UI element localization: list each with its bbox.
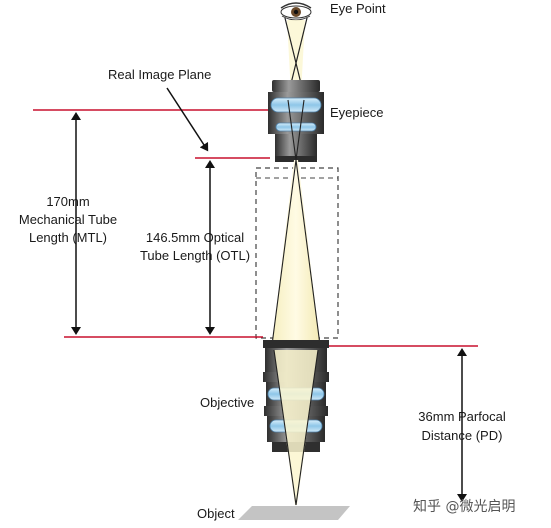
eyepiece-rays [287, 99, 305, 161]
pd-label: 36mm Parfocal Distance (PD) [418, 409, 506, 443]
svg-text:Mechanical Tube: Mechanical Tube [19, 212, 117, 227]
svg-text:Distance (PD): Distance (PD) [422, 428, 503, 443]
svg-text:36mm Parfocal: 36mm Parfocal [418, 409, 506, 424]
objective-rays [273, 349, 319, 506]
mtl-label: 170mm Mechanical Tube Length (MTL) [19, 194, 117, 245]
svg-text:146.5mm Optical: 146.5mm Optical [146, 230, 244, 245]
reference-lines [33, 109, 478, 347]
watermark: 知乎 @微光启明 [413, 498, 515, 515]
real-image-plane-label: Real Image Plane [108, 67, 211, 82]
eyepiece-label: Eyepiece [330, 105, 383, 120]
light-cone-main [272, 160, 320, 345]
real-image-plane-pointer [166, 87, 209, 152]
light-cone-objective [274, 350, 318, 505]
svg-text:Length (MTL): Length (MTL) [29, 230, 107, 245]
objective-label: Objective [200, 395, 254, 410]
svg-text:Tube Length (OTL): Tube Length (OTL) [140, 248, 250, 263]
dimension-arrows [71, 87, 467, 502]
main-rays [271, 159, 321, 346]
eye-icon [280, 2, 312, 21]
object-plate [238, 506, 350, 520]
eyepiece [268, 80, 324, 162]
object-label: Object [197, 506, 235, 521]
svg-text:170mm: 170mm [46, 194, 89, 209]
eye-point-label: Eye Point [330, 1, 386, 16]
otl-label: 146.5mm Optical Tube Length (OTL) [140, 230, 250, 263]
